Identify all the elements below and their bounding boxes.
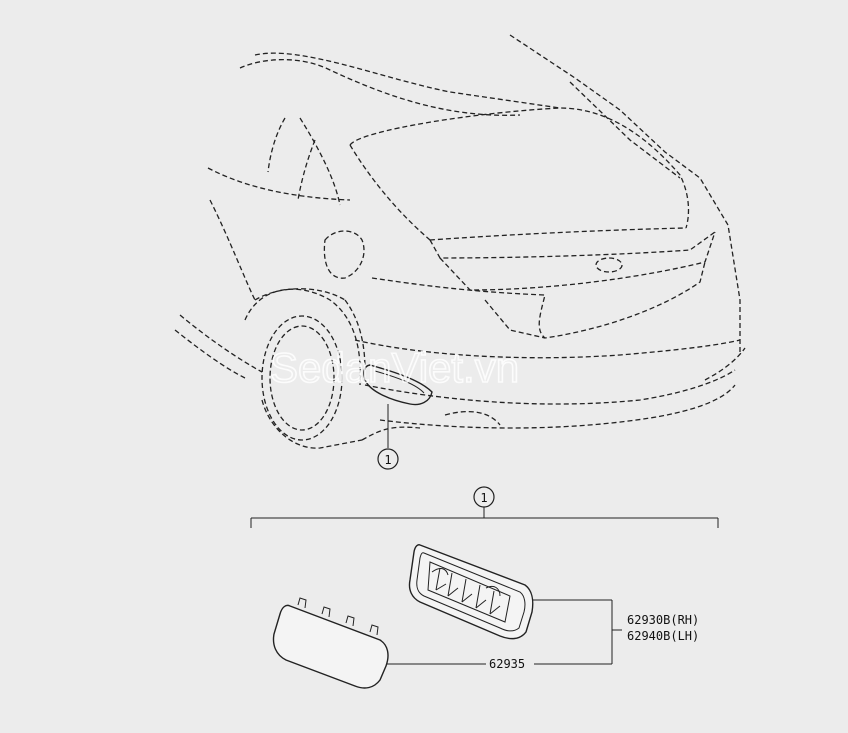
part-number-lh: 62940B(LH) [627, 629, 699, 643]
car-rear-body [174, 34, 746, 449]
leader-lines [386, 599, 622, 665]
callout-number: 1 [384, 453, 391, 467]
watermark-logo: SedanViet.vn [270, 344, 519, 391]
assembly-bracket: 1 [250, 486, 719, 528]
part-number-cover: 62935 [489, 657, 525, 671]
reflector-assembly-part [408, 544, 534, 640]
callout-1-car: 1 [377, 448, 399, 470]
reflector-cover-part [272, 597, 389, 689]
callout-number-top: 1 [480, 491, 487, 505]
reflector-on-car [363, 364, 433, 448]
part-number-rh: 62930B(RH) [627, 613, 699, 627]
